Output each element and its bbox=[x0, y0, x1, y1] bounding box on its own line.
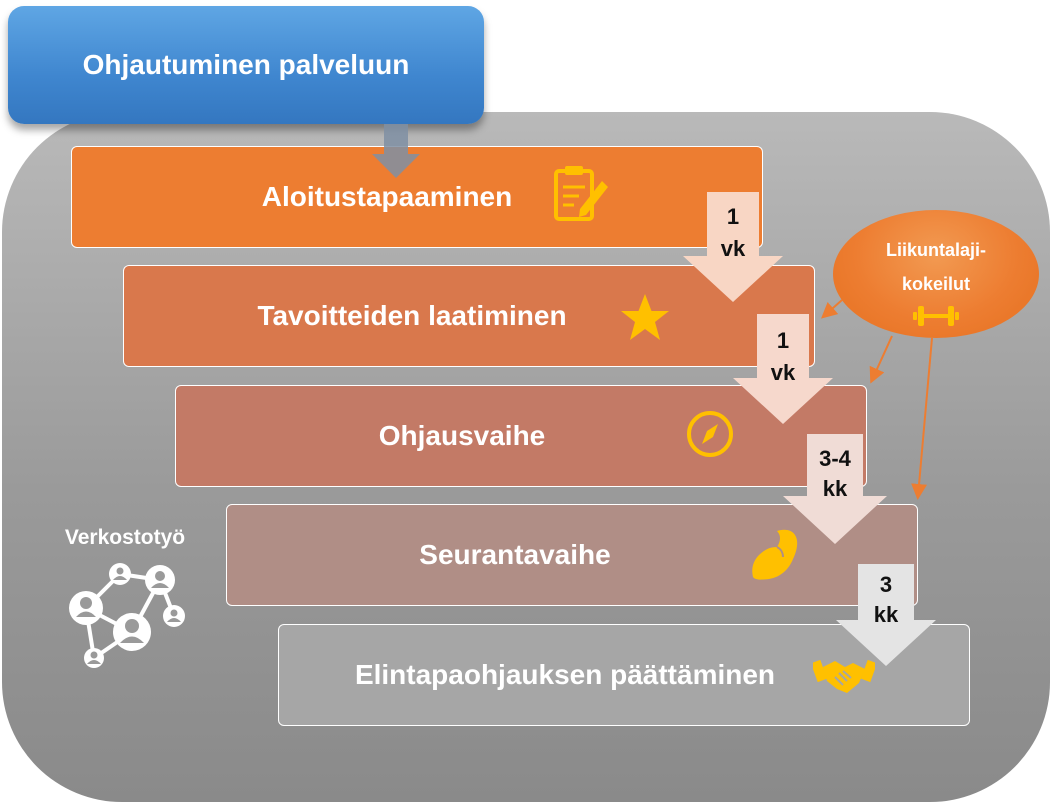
duration-unit: vk bbox=[770, 360, 796, 385]
duration-arrow-shape bbox=[836, 564, 936, 666]
dumbbell-icon bbox=[913, 306, 959, 326]
people-network-icon bbox=[69, 563, 185, 668]
referral-box: Ohjautuminen palveluun bbox=[8, 6, 484, 124]
step-tavoitteiden-laatiminen: Tavoitteiden laatiminen bbox=[123, 265, 815, 367]
referral-down-arrow bbox=[372, 124, 420, 178]
duration-arrow-shape bbox=[683, 192, 783, 302]
star-icon bbox=[621, 294, 669, 340]
duration-arrow-1: 1 vk bbox=[683, 192, 783, 302]
handshake-icon bbox=[813, 659, 875, 693]
step-label: Aloitustapaaminen bbox=[261, 181, 513, 212]
duration-value: 3-4 bbox=[819, 446, 851, 471]
duration-arrow-3: 3-4 kk bbox=[783, 434, 887, 544]
duration-unit: vk bbox=[720, 236, 746, 261]
step-aloitustapaaminen: Aloitustapaaminen bbox=[71, 146, 763, 248]
duration-arrow-shape bbox=[733, 314, 833, 424]
verkostotyo-label: Verkostotyö bbox=[64, 526, 186, 549]
bubble-line-1: Liikuntalaji- bbox=[885, 240, 986, 260]
duration-value: 3 bbox=[879, 572, 893, 597]
duration-unit: kk bbox=[873, 602, 899, 627]
duration-value: 1 bbox=[726, 204, 740, 229]
step-seurantavaihe: Seurantavaihe bbox=[226, 504, 918, 606]
duration-arrow-shape bbox=[783, 434, 887, 544]
liikuntalajikokeilut-bubble: Liikuntalaji- kokeilut bbox=[833, 210, 1039, 338]
duration-unit: kk bbox=[822, 476, 848, 501]
step-label: Seurantavaihe bbox=[419, 539, 611, 570]
clipboard-pencil-icon bbox=[554, 166, 608, 221]
duration-value: 1 bbox=[776, 328, 790, 353]
compass-icon bbox=[687, 411, 733, 457]
step-elintapaohjauksen-paattaminen: Elintapaohjauksen päättäminen bbox=[278, 624, 970, 726]
step-label: Tavoitteiden laatiminen bbox=[257, 300, 567, 331]
flexed-bicep-icon bbox=[752, 529, 798, 580]
step-ohjausvaihe: Ohjausvaihe bbox=[175, 385, 867, 487]
duration-arrow-4: 3 kk bbox=[836, 564, 936, 666]
step-label: Ohjausvaihe bbox=[378, 420, 546, 451]
step-label: Elintapaohjauksen päättäminen bbox=[354, 659, 776, 690]
bubble-line-2: kokeilut bbox=[901, 274, 971, 294]
duration-arrow-2: 1 vk bbox=[733, 314, 833, 424]
referral-title: Ohjautuminen palveluun bbox=[82, 49, 410, 80]
